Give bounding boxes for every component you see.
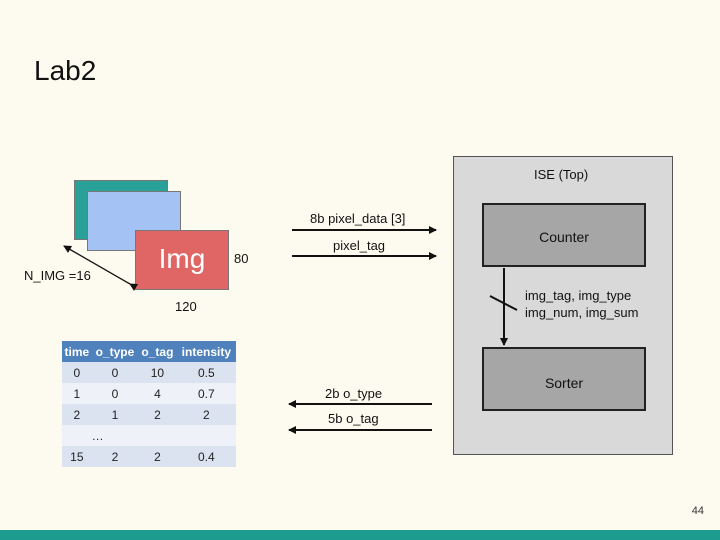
table-cell: 2 <box>138 404 177 425</box>
table-cell: 2 <box>138 446 177 467</box>
image-label: Img <box>158 243 206 274</box>
image-card-front: Img <box>135 230 229 290</box>
table-cell: 0.4 <box>176 446 236 467</box>
header-intensity: intensity <box>176 341 236 362</box>
table-cell: 2 <box>91 446 139 467</box>
internal-signals-line2: img_num, img_sum <box>525 305 639 320</box>
table-cell: 15 <box>62 446 92 467</box>
table-row: 2 1 2 2 <box>62 404 236 425</box>
footer-accent-bar <box>0 530 720 540</box>
counter-module: Counter <box>482 203 646 267</box>
image-height-label: 120 <box>175 299 197 314</box>
ise-top-module: ISE (Top) Counter img_tag, img_type img_… <box>453 156 673 455</box>
table-cell: 0 <box>91 362 139 383</box>
table-cell: 4 <box>138 383 177 404</box>
internal-signals-line1: img_tag, img_type <box>525 288 632 303</box>
counter-label: Counter <box>539 229 589 245</box>
header-o-type: o_type <box>91 341 139 362</box>
page-number: 44 <box>691 505 704 517</box>
image-width-label: 80 <box>234 251 249 266</box>
table-cell <box>62 425 92 446</box>
table-row: … <box>62 425 236 446</box>
table-header-row: time o_type o_tag intensity <box>62 341 236 362</box>
table-cell <box>138 425 177 446</box>
table-row: 1 0 4 0.7 <box>62 383 236 404</box>
header-o-tag: o_tag <box>138 341 177 362</box>
o-tag-label: 5b o_tag <box>328 411 379 426</box>
table-cell: 0 <box>62 362 92 383</box>
table-cell: 0.5 <box>176 362 236 383</box>
table-cell: 10 <box>138 362 177 383</box>
sorter-label: Sorter <box>544 375 584 391</box>
table-cell: 2 <box>62 404 92 425</box>
n-img-arrow <box>63 245 139 291</box>
table-cell <box>176 425 236 446</box>
table-cell: 0.7 <box>176 383 236 404</box>
table-row: 0 0 10 0.5 <box>62 362 236 383</box>
table-cell: 2 <box>176 404 236 425</box>
pixel-tag-label: pixel_tag <box>333 238 386 253</box>
table-cell: … <box>91 425 139 446</box>
sorter-module: Sorter <box>482 347 646 411</box>
o-type-label: 2b o_type <box>325 386 383 401</box>
slide-title: Lab2 <box>34 55 97 86</box>
bus-slash <box>489 295 518 311</box>
pixel-data-label: 8b pixel_data [3] <box>310 211 406 226</box>
table-cell: 0 <box>91 383 139 404</box>
table-row: 15 2 2 0.4 <box>62 446 236 467</box>
table-cell: 1 <box>62 383 92 404</box>
ise-top-label: ISE (Top) <box>534 167 589 182</box>
header-time: time <box>62 341 92 362</box>
table-cell: 1 <box>91 404 139 425</box>
output-table: time o_type o_tag intensity 0 0 10 0.5 1… <box>62 341 236 467</box>
